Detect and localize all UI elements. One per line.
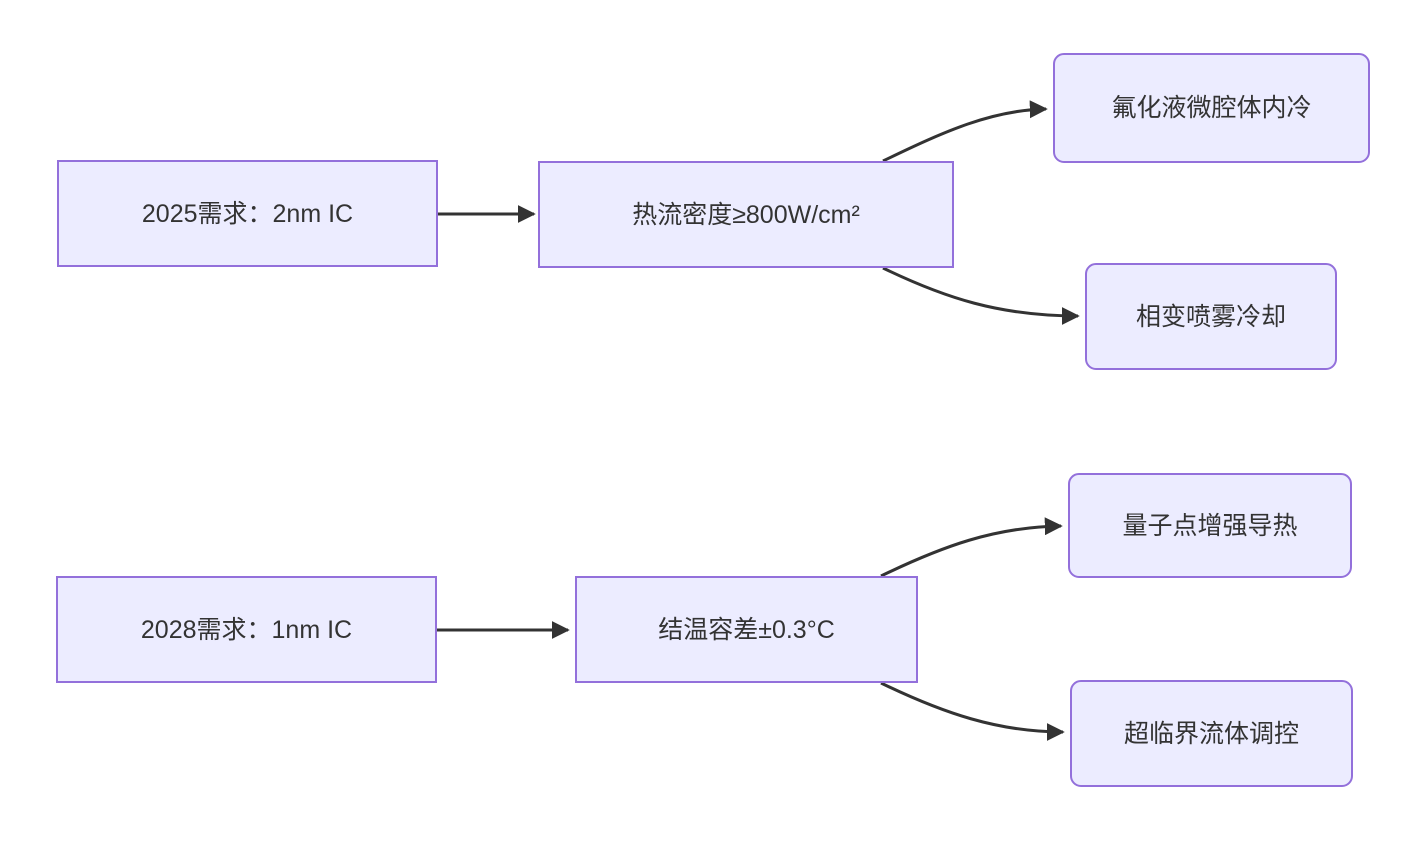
node-fluorinert-microcavity-cooling: 氟化液微腔体内冷 (1053, 53, 1370, 163)
node-2028-requirement: 2028需求：1nm IC (56, 576, 437, 683)
edge-junctiontemp-to-quantumdot (880, 517, 1063, 578)
node-junction-temp-tolerance: 结温容差±0.3°C (575, 576, 918, 683)
node-supercritical-fluid-regulation: 超临界流体调控 (1070, 680, 1353, 787)
node-heat-flux-metric: 热流密度≥800W/cm² (538, 161, 954, 268)
edge-heatflux-to-spraycooling (882, 266, 1080, 325)
node-2025-requirement: 2025需求：2nm IC (57, 160, 438, 267)
edge-heatflux-to-fluorinert (882, 100, 1048, 163)
node-quantum-dot-thermal-enhancement: 量子点增强导热 (1068, 473, 1352, 578)
node-phase-change-spray-cooling: 相变喷雾冷却 (1085, 263, 1337, 370)
edge-junctiontemp-to-supercritical (880, 681, 1065, 741)
